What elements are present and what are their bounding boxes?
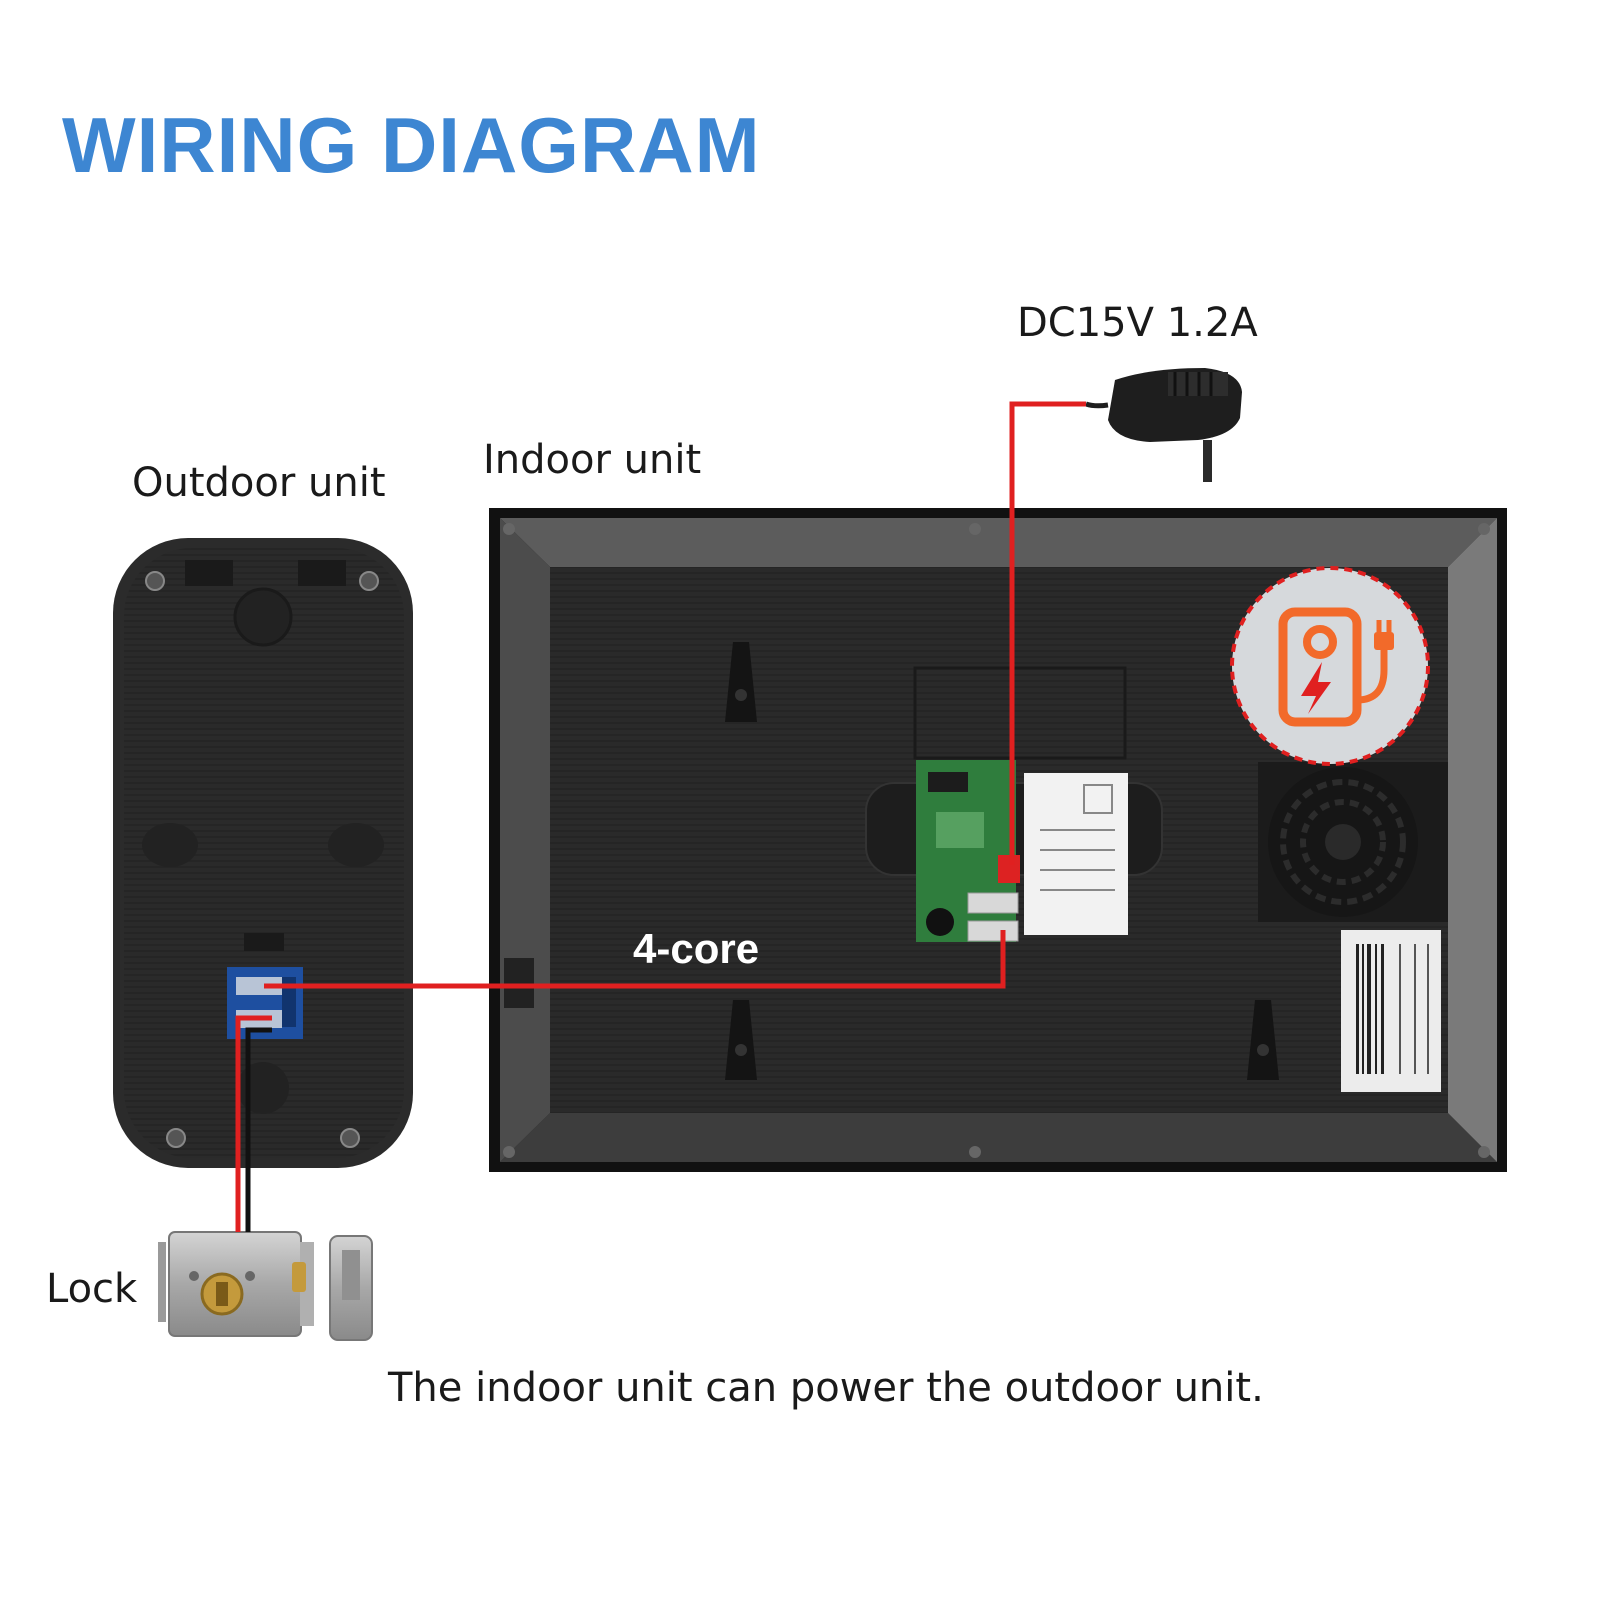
four-core-cable (264, 930, 1006, 989)
power-wire (1009, 401, 1086, 865)
outdoor-unit (113, 538, 413, 1168)
lock-wire-black (245, 1027, 272, 1232)
diagram-caption: The indoor unit can power the outdoor un… (388, 1365, 1264, 1411)
indoor-unit (489, 508, 1507, 1172)
indoor-unit-label: Indoor unit (483, 437, 702, 483)
lock-label: Lock (46, 1266, 138, 1312)
power-supply-label: DC15V 1.2A (1017, 300, 1258, 346)
dc-power-adapter (1085, 368, 1242, 482)
cable-label: 4-core (633, 925, 760, 972)
electric-lock (158, 1231, 373, 1341)
page-title: WIRING DIAGRAM (62, 101, 761, 189)
wiring (235, 401, 1086, 1232)
lock-wire-red (235, 1015, 272, 1232)
outdoor-unit-label: Outdoor unit (132, 460, 386, 506)
power-adapter-icon (1230, 566, 1430, 766)
